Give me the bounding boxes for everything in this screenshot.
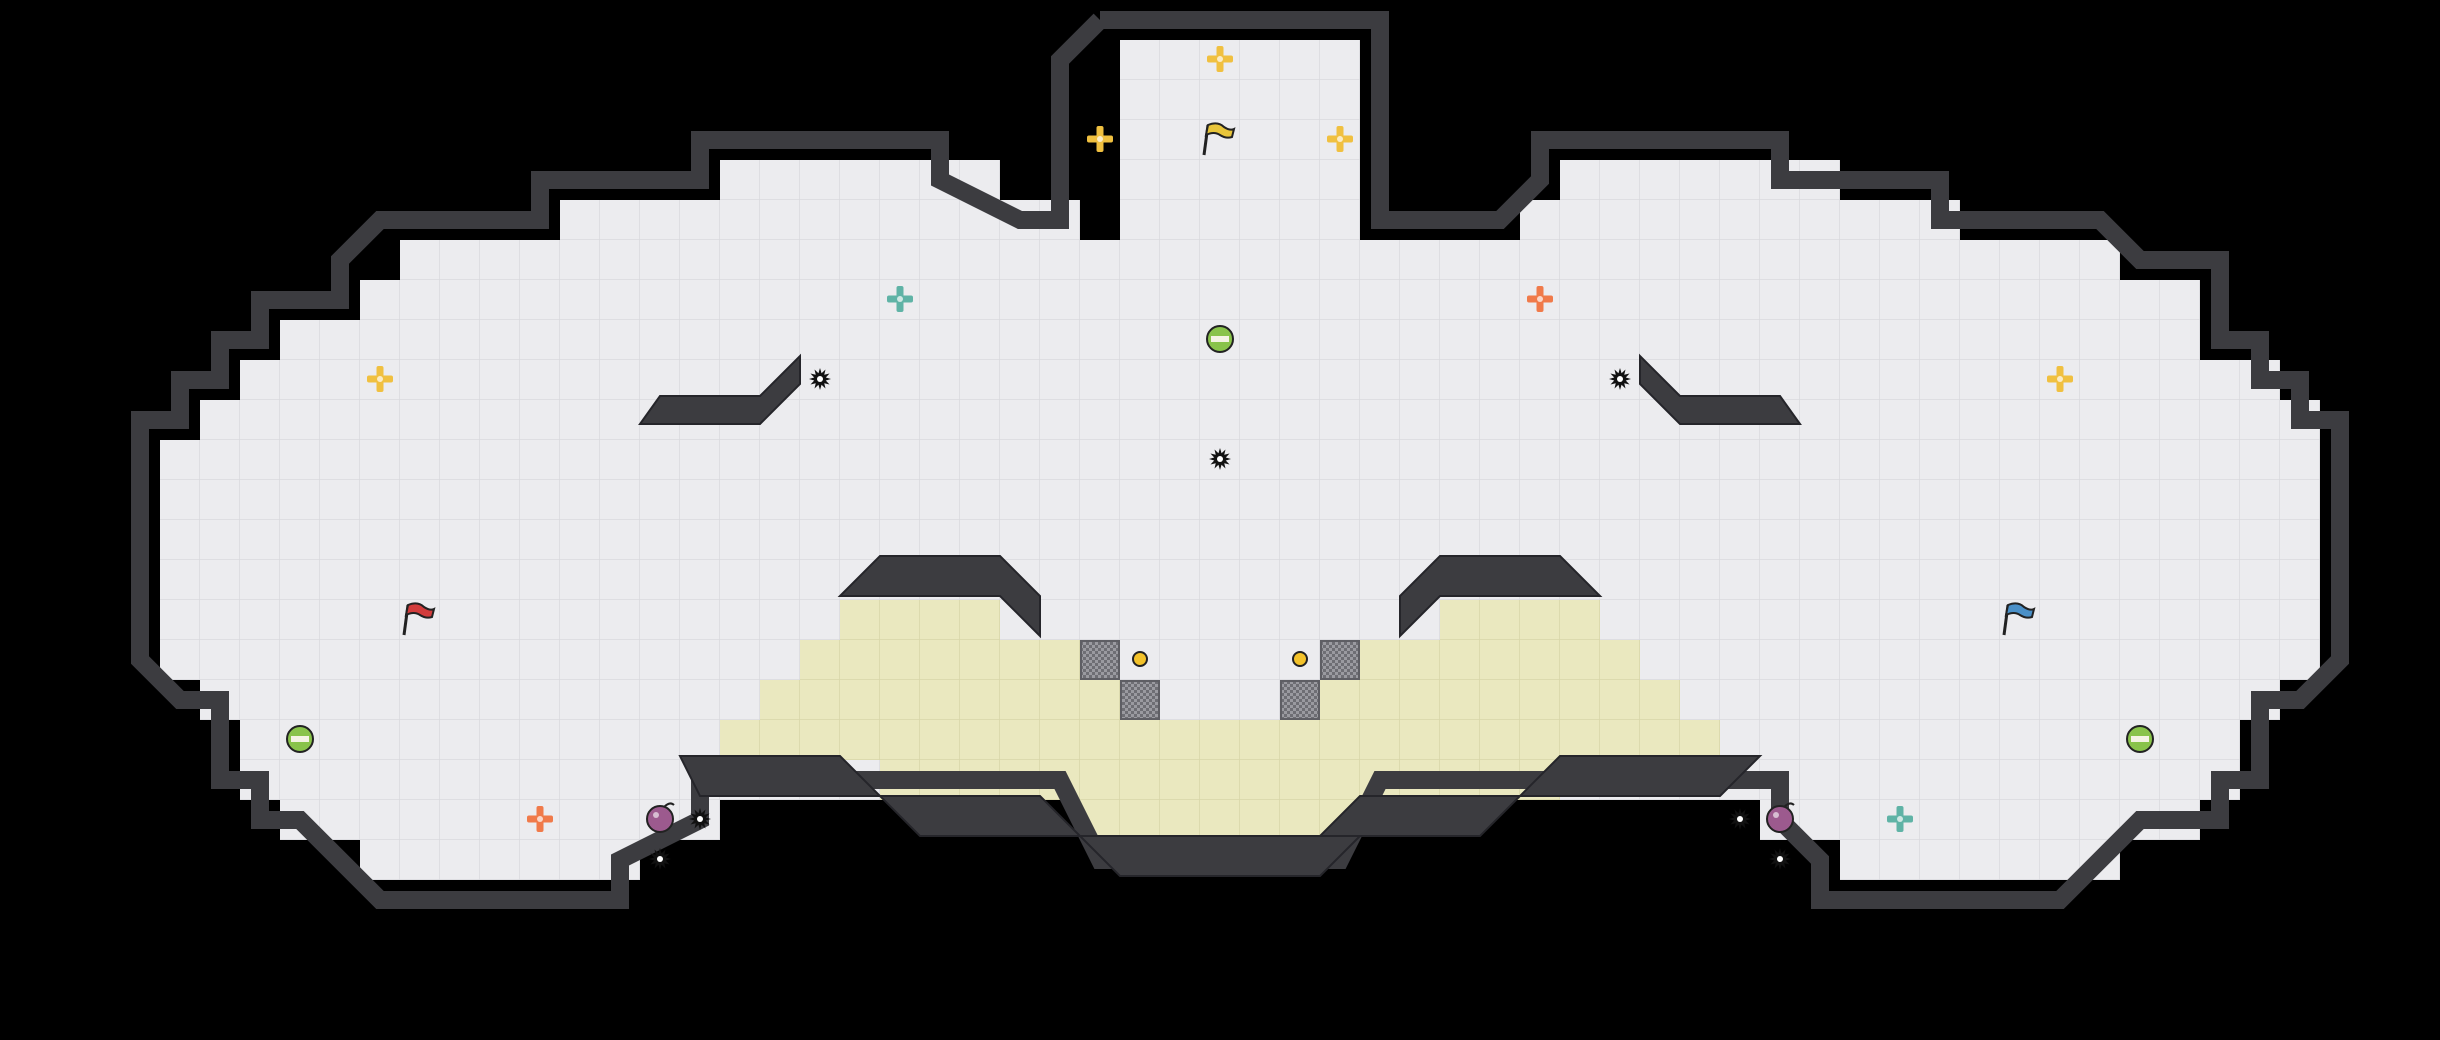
yellow-zone-row bbox=[800, 640, 1080, 680]
bomb-icon bbox=[646, 802, 675, 833]
outer-wall bbox=[131, 11, 2349, 909]
gate-tile bbox=[1280, 680, 1320, 720]
floor-row bbox=[1120, 200, 1360, 240]
spike-icon bbox=[689, 808, 711, 830]
yellow-zone bbox=[720, 600, 1720, 840]
floor-row bbox=[240, 360, 2280, 400]
boost-icon bbox=[367, 366, 393, 392]
boost-icon bbox=[1087, 126, 1113, 152]
floor-row bbox=[360, 840, 640, 880]
red-flag-icon bbox=[402, 602, 436, 636]
boost-icon bbox=[1207, 46, 1233, 72]
floor-row bbox=[400, 240, 2120, 280]
floor-row bbox=[160, 520, 2320, 560]
walls bbox=[131, 11, 2349, 909]
powerup-icon bbox=[1206, 325, 1234, 353]
yellow-zone-row bbox=[1440, 600, 1600, 640]
floor-row bbox=[1120, 120, 1360, 160]
powerup-icon bbox=[2126, 725, 2154, 753]
wall-bottom-mid-l bbox=[877, 795, 1083, 837]
boost-icon bbox=[1527, 286, 1553, 312]
yellow-zone-row bbox=[760, 680, 1120, 720]
floor-row bbox=[200, 400, 2320, 440]
spike-icon bbox=[1729, 808, 1751, 830]
yellow-zone-row bbox=[1080, 800, 1360, 840]
spike-icon bbox=[1769, 848, 1791, 870]
floor-row bbox=[1520, 200, 1960, 240]
bomb-icon bbox=[1766, 802, 1795, 833]
spike-icon bbox=[809, 368, 831, 390]
spike-icon bbox=[649, 848, 671, 870]
boost-icon bbox=[1887, 806, 1913, 832]
wall-left-ledge bbox=[638, 353, 801, 425]
wall-bottom-mid-r bbox=[1317, 795, 1523, 837]
token-icon bbox=[1292, 651, 1308, 667]
boost-icon bbox=[887, 286, 913, 312]
floor-row bbox=[160, 560, 2320, 600]
floor-row bbox=[360, 280, 2200, 320]
spike-icon bbox=[1609, 368, 1631, 390]
wall-bottom-center bbox=[1077, 835, 1363, 877]
gate-tile bbox=[1320, 640, 1360, 680]
token-icon bbox=[1132, 651, 1148, 667]
yellow-zone-row bbox=[720, 720, 1720, 760]
wall-center-right bbox=[1399, 555, 1603, 639]
floor-row bbox=[160, 600, 2320, 640]
yellow-flag-icon bbox=[1202, 122, 1236, 156]
floor-row bbox=[1840, 840, 2120, 880]
floor-row bbox=[1120, 160, 1360, 200]
floor-row bbox=[1120, 80, 1360, 120]
boost-icon bbox=[2047, 366, 2073, 392]
yellow-zone-row bbox=[1320, 680, 1680, 720]
floor-row bbox=[160, 440, 2320, 480]
floor-row bbox=[280, 320, 2200, 360]
yellow-zone-row bbox=[1360, 640, 1640, 680]
gate-tile bbox=[1080, 640, 1120, 680]
floor-row bbox=[1120, 40, 1360, 80]
boost-icon bbox=[1327, 126, 1353, 152]
blue-flag-icon bbox=[2002, 602, 2036, 636]
yellow-zone-row bbox=[840, 600, 1000, 640]
gate-tile bbox=[1120, 680, 1160, 720]
wall-right-ledge bbox=[1639, 353, 1802, 425]
powerup-icon bbox=[286, 725, 314, 753]
wall-bottom-right bbox=[1517, 755, 1763, 797]
wall-center-left bbox=[837, 555, 1041, 639]
wall-bottom-left bbox=[678, 755, 883, 797]
boost-icon bbox=[527, 806, 553, 832]
spike-icon bbox=[1209, 448, 1231, 470]
floor-row bbox=[160, 480, 2320, 520]
